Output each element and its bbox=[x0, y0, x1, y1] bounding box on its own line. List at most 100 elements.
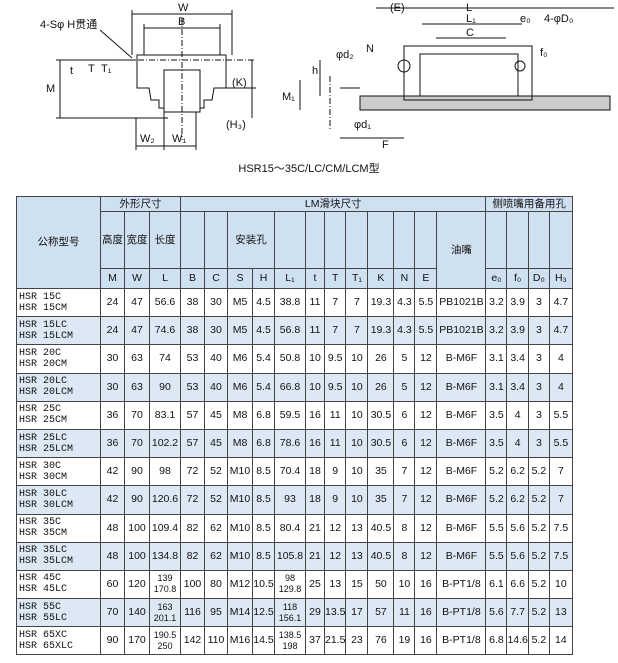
cell-l: 90 bbox=[149, 372, 181, 402]
cell-b: 72 bbox=[180, 485, 205, 515]
header-model: 公称型号 bbox=[16, 196, 101, 289]
cell-n: 11 bbox=[393, 598, 416, 628]
cell-l1: 93 bbox=[274, 485, 306, 515]
cell-e: 5.5 bbox=[414, 316, 438, 346]
cell-nipple: B-M6F bbox=[436, 485, 487, 515]
label-C: C bbox=[466, 27, 474, 39]
cell-b: 57 bbox=[180, 428, 205, 459]
cell-e: 12 bbox=[414, 513, 438, 543]
cell-e0: 5.5 bbox=[485, 541, 508, 571]
cell-k: 76 bbox=[367, 626, 395, 656]
cell-h3: 10 bbox=[548, 569, 573, 600]
cell-d0: 5.2 bbox=[527, 626, 550, 656]
cell-m: 48 bbox=[100, 541, 125, 571]
cell-w: 100 bbox=[124, 513, 150, 543]
cell-k: 19.3 bbox=[367, 287, 395, 318]
cell-e: 12 bbox=[414, 372, 438, 402]
cell-t: 25 bbox=[305, 569, 325, 600]
cell-f0: 6.6 bbox=[506, 569, 529, 600]
cell-b: 100 bbox=[180, 569, 205, 600]
cell-s: M14 bbox=[227, 598, 253, 628]
cell-m: 60 bbox=[100, 569, 125, 600]
cell-t1: 13 bbox=[345, 513, 369, 543]
cell-t: 13.5 bbox=[323, 598, 347, 628]
cell-t: 9 bbox=[323, 485, 347, 515]
cell-e: 12 bbox=[414, 457, 438, 487]
cell-d0: 3 bbox=[527, 428, 550, 459]
cell-w: 63 bbox=[124, 372, 150, 402]
cell-h: 8.5 bbox=[252, 485, 275, 515]
cell-h: 8.5 bbox=[252, 457, 275, 487]
cell-l1: 50.8 bbox=[274, 344, 306, 374]
label-hole-note: 4-Sφ H贯通 bbox=[40, 18, 97, 31]
cell-e: 12 bbox=[414, 428, 438, 459]
cell-n: 8 bbox=[393, 541, 416, 571]
header-width: 宽度 bbox=[124, 211, 150, 269]
cell-m: 30 bbox=[100, 344, 125, 374]
cell-e: 12 bbox=[414, 344, 438, 374]
cell-s: M10 bbox=[227, 457, 253, 487]
cell-nipple: B-M6F bbox=[436, 428, 487, 459]
cell-n: 7 bbox=[393, 457, 416, 487]
cell-w: 120 bbox=[124, 569, 150, 600]
label-t: t bbox=[70, 65, 73, 77]
cell-nipple: B-M6F bbox=[436, 513, 487, 543]
cell-l: 98 bbox=[149, 457, 181, 487]
cell-b: 142 bbox=[180, 626, 205, 656]
cell-nipple: B-M6F bbox=[436, 344, 487, 374]
cell-e0: 3.1 bbox=[485, 372, 508, 402]
label-E: (E) bbox=[390, 2, 405, 14]
cell-w: 90 bbox=[124, 485, 150, 515]
label-L: L bbox=[466, 2, 472, 14]
label-T1: T₁ bbox=[101, 63, 112, 75]
cell-l1: 38.8 bbox=[274, 287, 306, 318]
cell-e: 12 bbox=[414, 541, 438, 571]
column-symbol: W bbox=[124, 268, 150, 289]
cell-nipple: B-PT1/8 bbox=[436, 569, 487, 600]
cell-f0: 3.4 bbox=[506, 372, 529, 402]
drawing-caption: HSR15〜35C/LC/CM/LCM型 bbox=[238, 163, 380, 175]
cell-h3: 4 bbox=[548, 344, 573, 374]
column-symbol: e₀ bbox=[485, 268, 508, 289]
cell-c: 52 bbox=[204, 485, 228, 515]
cell-s: M10 bbox=[227, 513, 253, 543]
cell-l1: 80.4 bbox=[274, 513, 306, 543]
cell-t1: 10 bbox=[345, 344, 369, 374]
cell-h3: 4.7 bbox=[548, 287, 573, 318]
column-symbol: T bbox=[323, 268, 347, 289]
header-outer: 外形尺寸 bbox=[100, 196, 181, 212]
cell-c: 95 bbox=[204, 598, 228, 628]
cell-f0: 3.9 bbox=[506, 316, 529, 346]
cell-t: 11 bbox=[305, 287, 325, 318]
cell-k: 50 bbox=[367, 569, 395, 600]
cell-d0: 5.2 bbox=[527, 485, 550, 515]
label-h: h bbox=[312, 65, 318, 77]
cell-d0: 5.2 bbox=[527, 457, 550, 487]
cell-n: 19 bbox=[393, 626, 416, 656]
cell-h3: 7.5 bbox=[548, 513, 573, 543]
column-symbol: L₁ bbox=[274, 268, 306, 289]
cell-t: 10 bbox=[305, 372, 325, 402]
column-symbol: H₃ bbox=[548, 268, 573, 289]
header-mount: 安装孔 bbox=[227, 211, 275, 269]
cell-s: M10 bbox=[227, 485, 253, 515]
cell-k: 57 bbox=[367, 598, 395, 628]
cell-l1: 78.6 bbox=[274, 428, 306, 459]
cell-c: 30 bbox=[204, 316, 228, 346]
cell-t: 7 bbox=[323, 316, 347, 346]
cell-h: 8.5 bbox=[252, 513, 275, 543]
cell-e: 5.5 bbox=[414, 287, 438, 318]
cell-l: 134.8 bbox=[149, 541, 181, 571]
cell-w: 70 bbox=[124, 400, 150, 430]
cell-l1: 66.8 bbox=[274, 372, 306, 402]
cell-d0: 3 bbox=[527, 344, 550, 374]
